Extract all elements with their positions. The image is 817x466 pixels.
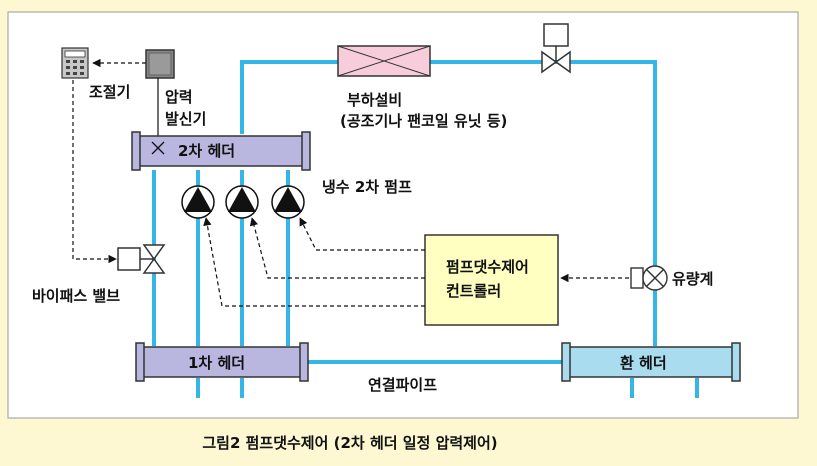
pressure-tap-icon (151, 141, 165, 155)
pressure-transmitter-label-line1: 압력 (165, 88, 193, 106)
pump-1-icon (181, 185, 215, 219)
primary-header-icon (135, 342, 309, 382)
pumps-label: 냉수 2차 펌프 (322, 178, 412, 196)
signal-controller-to-pump-3 (299, 217, 425, 251)
load-unit-icon (337, 45, 431, 77)
pipes (152, 60, 699, 398)
load-label-line2: (공조기나 팬코일 유닛 등) (340, 112, 507, 130)
load-label-line1: 부하설비 (347, 91, 402, 109)
flowmeter-label: 유량계 (672, 270, 713, 288)
return-header-icon (561, 342, 741, 382)
primary-header-label: 1차 헤더 (188, 354, 245, 372)
bypass-valve-label: 바이패스 밸브 (32, 287, 120, 305)
connecting-pipe-label: 연결파이프 (368, 376, 437, 394)
signal-lines (72, 58, 629, 307)
secondary-header-label: 2차 헤더 (178, 142, 235, 160)
signal-controller-to-pump-2 (249, 217, 425, 279)
pump-2-icon (225, 185, 259, 219)
signal-controller-to-bypass (72, 80, 117, 264)
return-header-label: 환 헤더 (620, 354, 667, 372)
secondary-header-icon (131, 131, 311, 171)
controller-icon (61, 47, 89, 79)
bypass-valve-icon (117, 244, 166, 274)
controller-label: 조절기 (89, 83, 130, 101)
signal-controller-to-pump-1 (203, 217, 425, 307)
pressure-transmitter-label-line2: 발신기 (165, 110, 206, 128)
pump-controller-label-line2: 컨트롤러 (446, 282, 501, 300)
flowmeter-icon (630, 265, 668, 291)
figure-caption: 그림2 펌프댓수제어 (2차 헤더 일정 압력제어) (202, 434, 498, 452)
pressure-transmitter-icon (145, 49, 175, 79)
supply-pipe-loop (240, 60, 657, 346)
pump-controller-label-line1: 펌프댓수제어 (446, 258, 529, 276)
control-valve-icon (541, 23, 571, 74)
pump-controller-box (424, 234, 559, 326)
pump-3-icon (271, 185, 305, 219)
